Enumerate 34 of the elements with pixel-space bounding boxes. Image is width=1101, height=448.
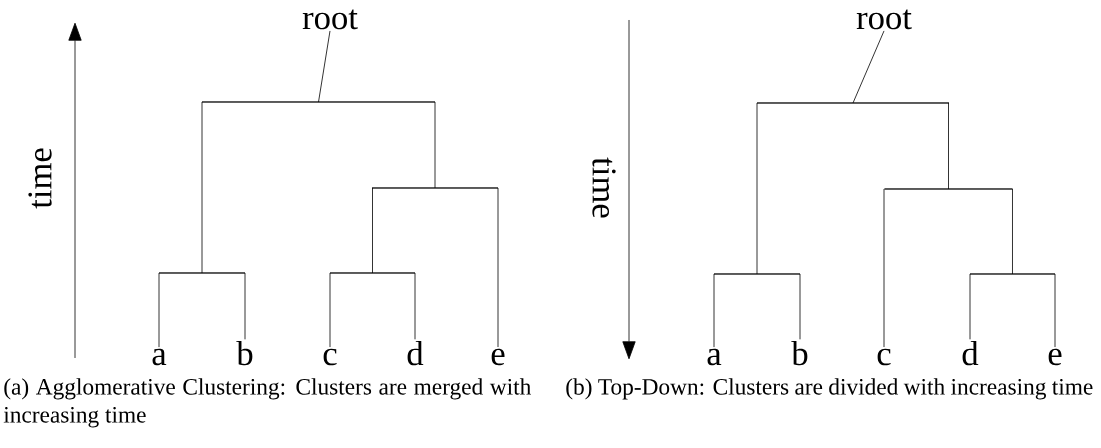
- tree-line: [713, 273, 715, 348]
- root-label: root: [302, 9, 358, 30]
- tree-line: [434, 101, 436, 189]
- leaf-label: a: [707, 348, 722, 366]
- tree-line: [158, 272, 160, 348]
- tree-line: [948, 102, 949, 190]
- tree-line: [318, 30, 331, 103]
- tree-line: [201, 101, 203, 274]
- leaf-label: c: [877, 348, 891, 366]
- tree-line: [244, 272, 246, 340]
- leaf-label: b: [791, 340, 808, 366]
- leaf-label: d: [962, 340, 979, 366]
- caption: (a) Agglomerative Clustering: Clusters are merged with increasing time: [3, 378, 531, 428]
- leaf-label: b: [236, 340, 253, 366]
- caption: (b) Top-Down: Clusters are divided with increasing time: [566, 378, 1093, 400]
- tree-line: [799, 273, 801, 340]
- leaf-label: d: [407, 340, 424, 366]
- leaf-label: e: [1048, 348, 1062, 366]
- tree-line: [329, 272, 331, 348]
- leaf-label: a: [152, 348, 167, 366]
- tree-line: [852, 30, 885, 104]
- leaf-label: e: [491, 348, 505, 366]
- tree-line: [497, 187, 499, 348]
- tree-line: [1012, 188, 1013, 275]
- tree-line: [883, 188, 885, 348]
- tree-line: [372, 187, 373, 274]
- axis-label: time: [592, 157, 616, 218]
- leaf-label: c: [323, 348, 337, 366]
- root-label: root: [856, 9, 912, 30]
- tree-line: [1054, 273, 1056, 348]
- tree-line: [414, 272, 416, 340]
- axis-label: time: [28, 148, 52, 209]
- tree-line: [756, 102, 758, 275]
- tree-line: [969, 273, 971, 340]
